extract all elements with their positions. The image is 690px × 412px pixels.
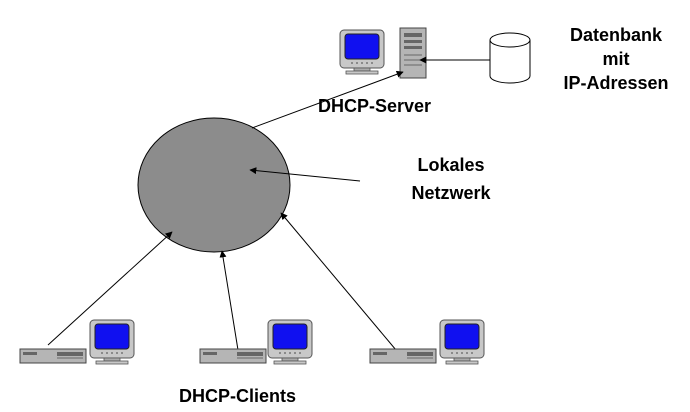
server-monitor-icon xyxy=(339,29,385,75)
label-to-network-arrow xyxy=(249,167,361,182)
database-cylinder-icon xyxy=(489,32,531,84)
database-label-line2: mit xyxy=(602,49,630,69)
local-network-cloud xyxy=(137,117,291,253)
server-label: DHCP-Server xyxy=(318,96,432,116)
client2-desktop-case-icon xyxy=(199,348,267,364)
network-label: Lokales Netzwerk xyxy=(378,156,524,202)
client3-monitor-icon xyxy=(439,319,485,365)
network-label-line1: Lokales xyxy=(417,155,485,175)
network-to-server-arrow xyxy=(251,70,404,129)
database-label-line1: Datenbank xyxy=(569,25,663,45)
client1-monitor-icon xyxy=(89,319,135,365)
server-tower-icon xyxy=(399,27,427,79)
client3-desktop-case-icon xyxy=(369,348,437,364)
client2-monitor-icon xyxy=(267,319,313,365)
client3-arrow xyxy=(280,212,397,351)
client2-arrow xyxy=(219,250,239,351)
database-label-line3: IP-Adressen xyxy=(563,73,669,93)
network-label-line2: Netzwerk xyxy=(411,183,491,203)
database-label: Datenbank mit IP-Adressen xyxy=(548,26,684,92)
client1-arrow xyxy=(47,231,173,346)
client1-desktop-case-icon xyxy=(19,348,87,364)
clients-label: DHCP-Clients xyxy=(179,386,297,406)
